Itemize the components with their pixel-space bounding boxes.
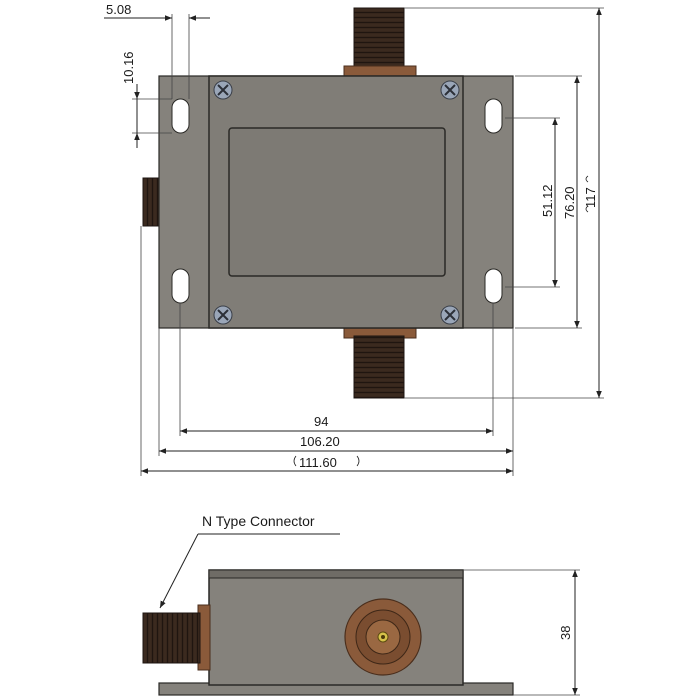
housing-lid: [228, 127, 446, 277]
dim-body-width: 106.20: [158, 328, 514, 456]
dim-overall-height: 117: [404, 7, 604, 399]
dim-hole-pitch-horizontal-label: 94: [314, 414, 328, 429]
side-view: N Type Connector 38: [142, 513, 580, 696]
side-left-n-connector: [142, 604, 211, 671]
dim-hole-pitch-horizontal: 94: [179, 303, 494, 436]
top-view: 5.08 10.16 51.12 76.20 117: [104, 2, 604, 476]
connector-callout-label: N Type Connector: [202, 513, 315, 529]
dim-flange-height-label: 76.20: [562, 186, 577, 219]
dim-flange-height: 76.20: [515, 75, 582, 329]
dim-slot-width-label: 5.08: [106, 2, 131, 17]
side-front-n-connector: [344, 598, 422, 676]
bottom-n-connector: [343, 327, 417, 399]
mounting-slots: [171, 98, 503, 304]
dim-slot-height-label: 10.16: [121, 51, 136, 84]
lid-screws: [213, 80, 460, 325]
dim-hole-pitch-vertical-label: 51.12: [540, 184, 555, 217]
dim-side-height: 38: [463, 569, 580, 696]
dim-body-width-label: 106.20: [300, 434, 340, 449]
dim-overall-height-label: 117: [583, 187, 598, 208]
dim-slot-width: 5.08: [104, 2, 210, 99]
dim-hole-pitch-vertical: 51.12: [505, 117, 560, 288]
dim-overall-width-label: 111.60: [299, 455, 337, 470]
dim-slot-height: 10.16: [121, 51, 172, 148]
dim-overall-width: 111.60: [140, 226, 514, 476]
side-housing-body: [208, 569, 464, 686]
top-n-connector: [343, 7, 417, 77]
dim-side-height-label: 38: [558, 626, 573, 640]
connector-callout: N Type Connector: [159, 513, 340, 609]
